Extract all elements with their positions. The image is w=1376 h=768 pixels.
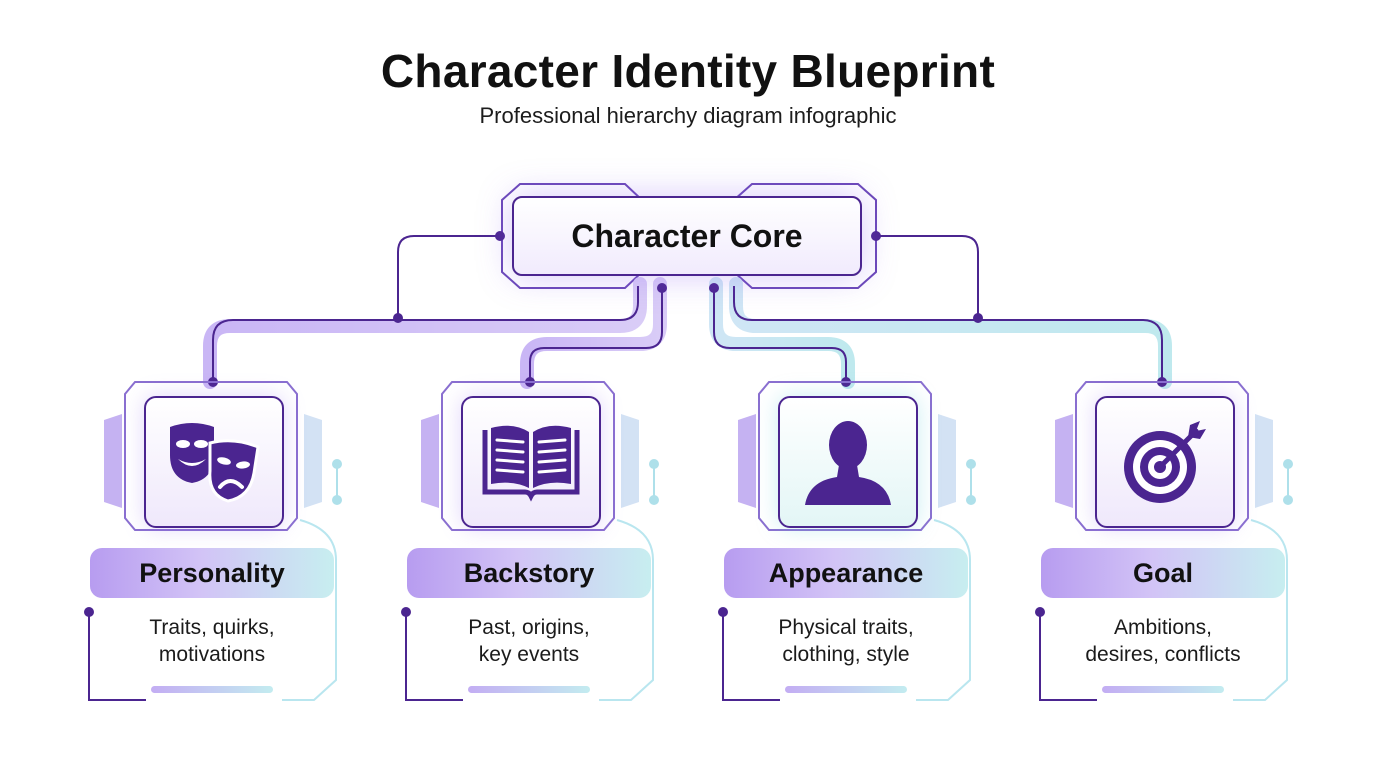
goal-desc-line-1: Ambitions, [1113,616,1213,639]
thin-connectors [212,235,1163,382]
backstory-desc-line-1: Past, origins, [468,616,590,639]
personality-desc-line-2: motivations [158,643,266,666]
goal-accent-bar [1102,686,1224,693]
theater-masks-icon [170,423,260,503]
backstory-label: Backstory [463,557,595,588]
backstory-icon-box [461,396,601,528]
appearance-desc-line-1: Physical traits, [778,616,914,639]
goal-icon-box [1095,396,1235,528]
appearance-label: Appearance [768,557,924,588]
personality-icon-box [144,396,284,528]
core-label: Character Core [571,217,803,254]
backstory-desc-line-2: key events [478,643,580,666]
goal-pill: Goal [1041,548,1285,598]
target-arrow-icon [1124,421,1206,503]
open-book-icon [482,425,580,502]
personality-label: Personality [139,557,285,588]
goal-desc-line-2: desires, conflicts [1085,643,1241,666]
node-decor-1 [84,381,342,701]
node-decor-4 [1035,381,1293,701]
light-pipes [203,277,1172,389]
appearance-description: Physical traits, clothing, style [724,614,968,668]
personality-accent-bar [151,686,273,693]
appearance-accent-bar [785,686,907,693]
personality-pill: Personality [90,548,334,598]
personality-description: Traits, quirks, motivations [90,614,334,668]
appearance-desc-line-2: clothing, style [782,643,910,666]
node-decor-2 [401,381,659,701]
personality-desc-line-1: Traits, quirks, [149,616,275,639]
node-decor-3 [718,381,976,701]
page-title: Character Identity Blueprint [380,45,996,97]
character-core-node: Character Core [512,196,862,276]
appearance-icon-box [778,396,918,528]
goal-label: Goal [1132,557,1193,588]
page-subtitle: Professional hierarchy diagram infograph… [479,103,897,128]
backstory-pill: Backstory [407,548,651,598]
connector-dots [208,231,1167,387]
backstory-description: Past, origins, key events [407,614,651,668]
backstory-accent-bar [468,686,590,693]
appearance-pill: Appearance [724,548,968,598]
person-silhouette-icon [805,421,891,505]
goal-description: Ambitions, desires, conflicts [1041,614,1285,668]
